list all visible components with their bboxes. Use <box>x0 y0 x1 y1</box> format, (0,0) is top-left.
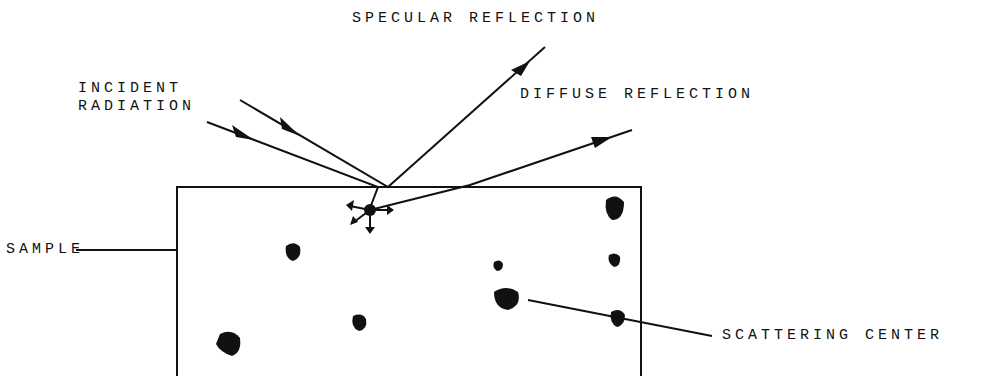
arrowhead <box>365 227 375 234</box>
ray-label: DIFFUSE REFLECTION <box>520 86 754 104</box>
diffuse-ray <box>370 130 632 210</box>
ray-label: SPECULAR REFLECTION <box>352 10 599 28</box>
arrowhead <box>387 205 394 215</box>
scattering-center <box>364 204 376 216</box>
scattering-blob <box>494 288 519 310</box>
scattering-blob <box>606 196 624 220</box>
scattering-blob <box>493 260 503 271</box>
part-label: SCATTERING CENTER <box>722 327 943 345</box>
arrowhead <box>591 137 612 148</box>
part-label: SAMPLE <box>6 241 84 259</box>
arrowhead <box>346 200 354 211</box>
scattering-blob <box>609 253 621 267</box>
sample-outline <box>177 187 641 376</box>
leader-line <box>76 249 177 251</box>
arrowhead <box>232 125 254 140</box>
arrowhead <box>350 216 358 225</box>
leader-line <box>528 300 712 336</box>
scattering-blob <box>216 332 240 356</box>
ray-label: INCIDENT RADIATION <box>78 80 198 116</box>
scattering-blob <box>352 315 366 331</box>
arrowhead <box>280 117 300 136</box>
scattering-blob <box>286 243 301 261</box>
specular-ray <box>240 47 545 187</box>
scattering-blob <box>611 310 625 327</box>
arrowhead <box>511 61 530 76</box>
